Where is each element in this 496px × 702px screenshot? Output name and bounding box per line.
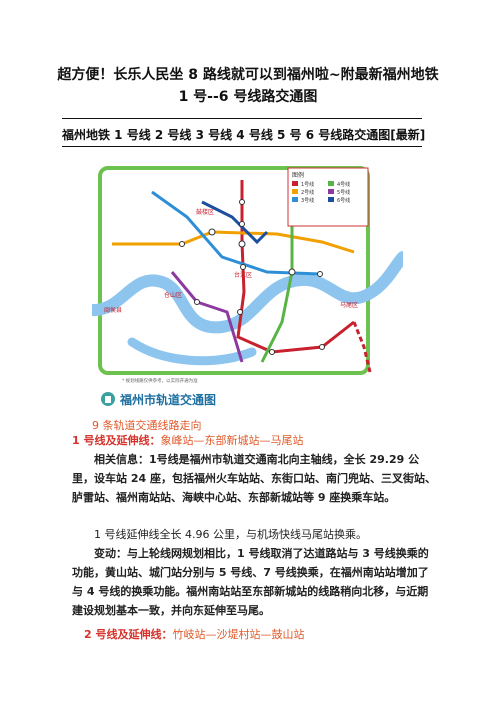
article-title: 超方便！长乐人民坐 8 路线就可以到福州啦~附最新福州地铁 1 号--6 号线路…	[20, 64, 476, 108]
line1-heading-label: 1 号线及延伸线：	[72, 434, 161, 447]
map-legend-item: 5号线	[337, 189, 350, 196]
section-heading: 9 条轨道交通线路走向	[92, 419, 202, 432]
divider-top	[62, 118, 422, 119]
line1-heading-route: 象峰站—东部新城站—马尾站	[160, 434, 304, 447]
line1-info-label: 相关信息：	[94, 453, 149, 466]
line1-info-paragraph: 相关信息：1号线是福州市轨道交通南北向主轴线，全长 29.29 公里，设车站 2…	[72, 450, 438, 507]
map-district-label: 马尾区	[340, 301, 358, 309]
map-line5	[170, 271, 244, 363]
metro-map-image: 图例 1号线 2号线 3号线 4号线 5号线 6号线 鼓楼区 台江区 仓山区 马…	[92, 162, 403, 412]
map-line4	[260, 202, 294, 363]
map-district-label: 闽侯县	[104, 306, 122, 314]
map-footnote: * 规划线路仅供参考，以实际开通为准	[122, 377, 198, 384]
map-line6	[201, 200, 269, 245]
map-legend-item: 2号线	[301, 189, 314, 196]
map-legend-title: 图例	[292, 171, 304, 179]
map-legend-item: 4号线	[337, 181, 350, 188]
map-district-label: 仓山区	[164, 291, 182, 299]
line1-info-text: 1号线是福州市轨道交通南北向主轴线，全长 29.29 公里，设车站 24 座，包…	[72, 453, 436, 504]
map-legend-item: 1号线	[301, 181, 314, 188]
map-legend-item: 6号线	[337, 197, 350, 204]
map-district-label: 鼓楼区	[196, 208, 214, 216]
map-logo: 福州市轨道交通图	[101, 392, 216, 407]
line1-change-label: 变动：	[94, 547, 127, 560]
divider-bottom	[62, 146, 422, 147]
map-line2	[112, 230, 355, 254]
line2-heading: 2 号线及延伸线：竹岐站—沙堤村站—鼓山站	[84, 626, 304, 642]
map-ring	[98, 166, 370, 375]
map-legend-item: 3号线	[301, 197, 314, 204]
line1-change-paragraph: 变动：与上轮线网规划相比，1 号线取消了达道路站与 3 号线换乘的功能，黄山站、…	[72, 544, 438, 620]
line1-heading: 1 号线及延伸线：象峰站—东部新城站—马尾站	[72, 431, 438, 450]
line1-change-text: 与上轮线网规划相比，1 号线取消了达道路站与 3 号线换乘的功能，黄山站、城门站…	[72, 547, 429, 617]
map-district-label: 台江区	[234, 271, 252, 279]
line1-extension-paragraph: 1 号线延伸线全长 4.96 公里，与机场快线马尾站换乘。	[94, 528, 367, 541]
svg-text:福州市轨道交通图: 福州市轨道交通图	[119, 392, 216, 407]
title-line-2: 1 号--6 号线路交通图	[178, 89, 318, 105]
map-caption: 福州地铁 1 号线 2 号线 3 号线 4 号线 5 号 6 号线路交通图[最新…	[62, 128, 426, 142]
line2-heading-route: 竹岐站—沙堤村站—鼓山站	[172, 628, 305, 641]
line2-heading-label: 2 号线及延伸线：	[84, 628, 173, 641]
map-line3	[151, 190, 321, 276]
title-line-1: 超方便！长乐人民坐 8 路线就可以到福州啦~附最新福州地铁	[57, 67, 439, 83]
map-river	[92, 251, 403, 334]
